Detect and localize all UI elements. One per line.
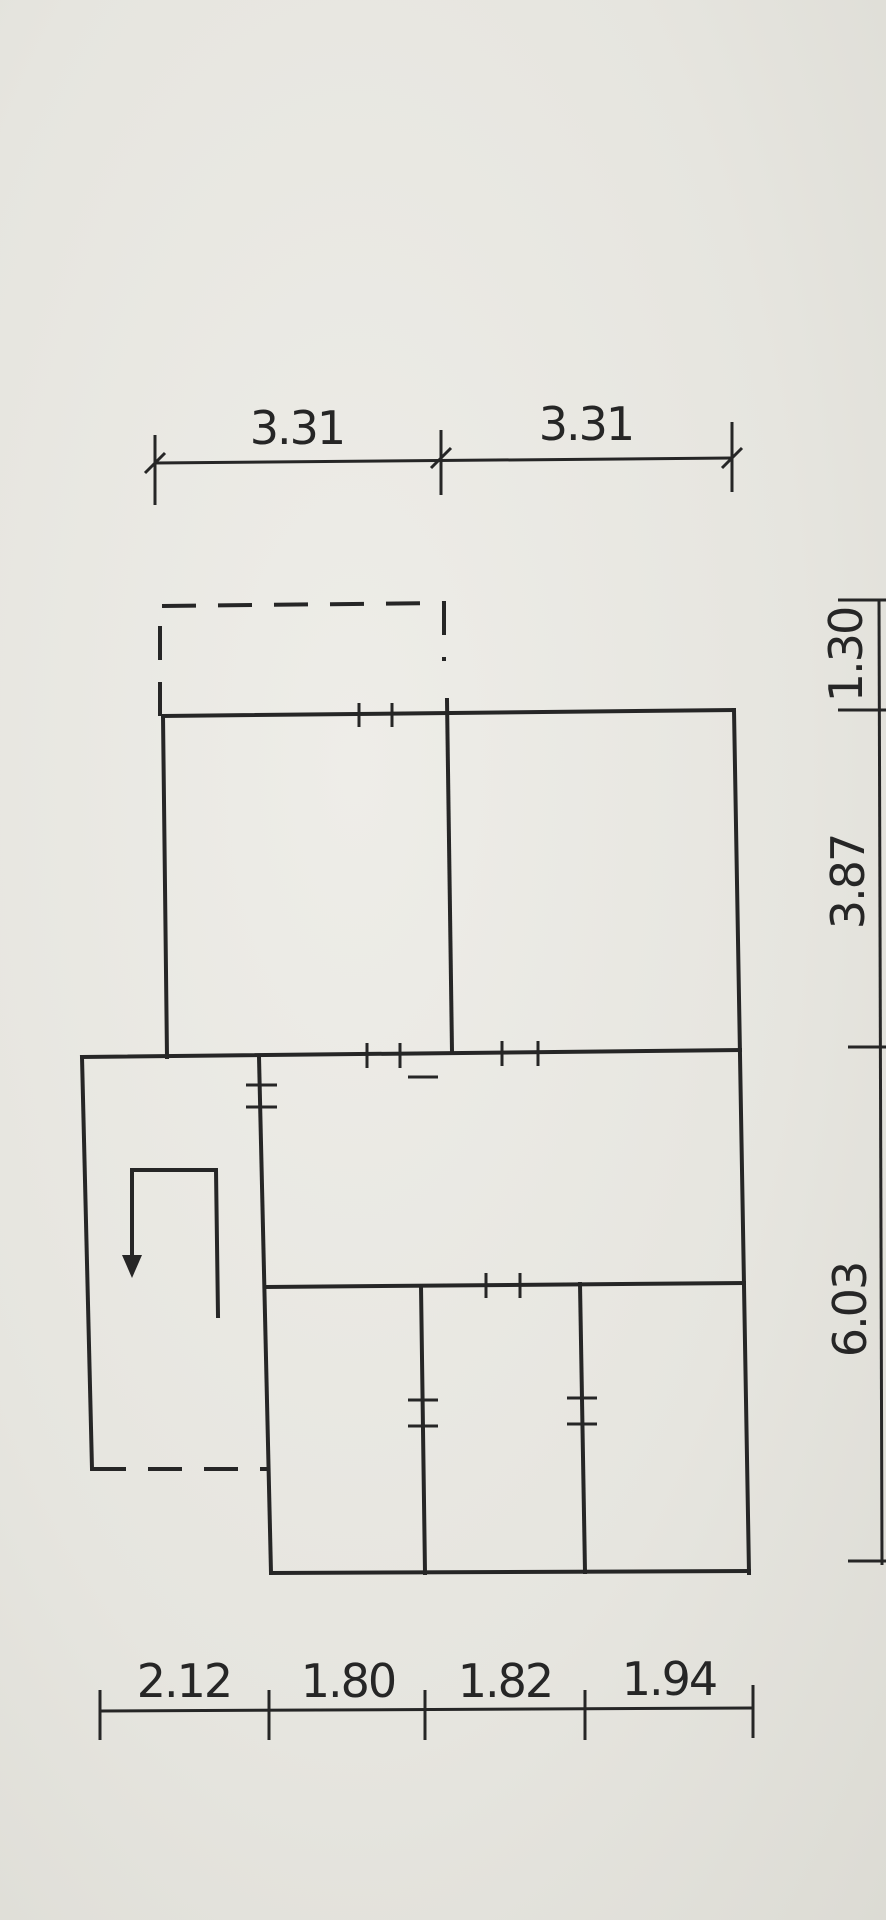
walls [79,697,752,1576]
right-dimension-line [838,598,886,1566]
balcony-outline [158,600,446,716]
dimension-label-right-1: 1.30 [819,608,873,702]
dimension-label-right-3: 6.03 [823,1263,877,1357]
dimension-label-top-1: 3.31 [250,401,344,455]
door-markers [246,703,597,1428]
bottom-dimension-line [98,1685,755,1740]
dimension-label-right-2: 3.87 [821,835,875,929]
top-dimension-line [143,422,744,505]
dimension-label-bottom-4: 1.94 [622,1652,716,1706]
dimension-label-bottom-1: 2.12 [137,1654,231,1708]
dimension-label-bottom-2: 1.80 [301,1654,395,1708]
dimension-label-top-2: 3.31 [539,397,633,451]
stair-arrow-icon [122,1168,221,1319]
dimension-label-bottom-3: 1.82 [458,1654,552,1708]
